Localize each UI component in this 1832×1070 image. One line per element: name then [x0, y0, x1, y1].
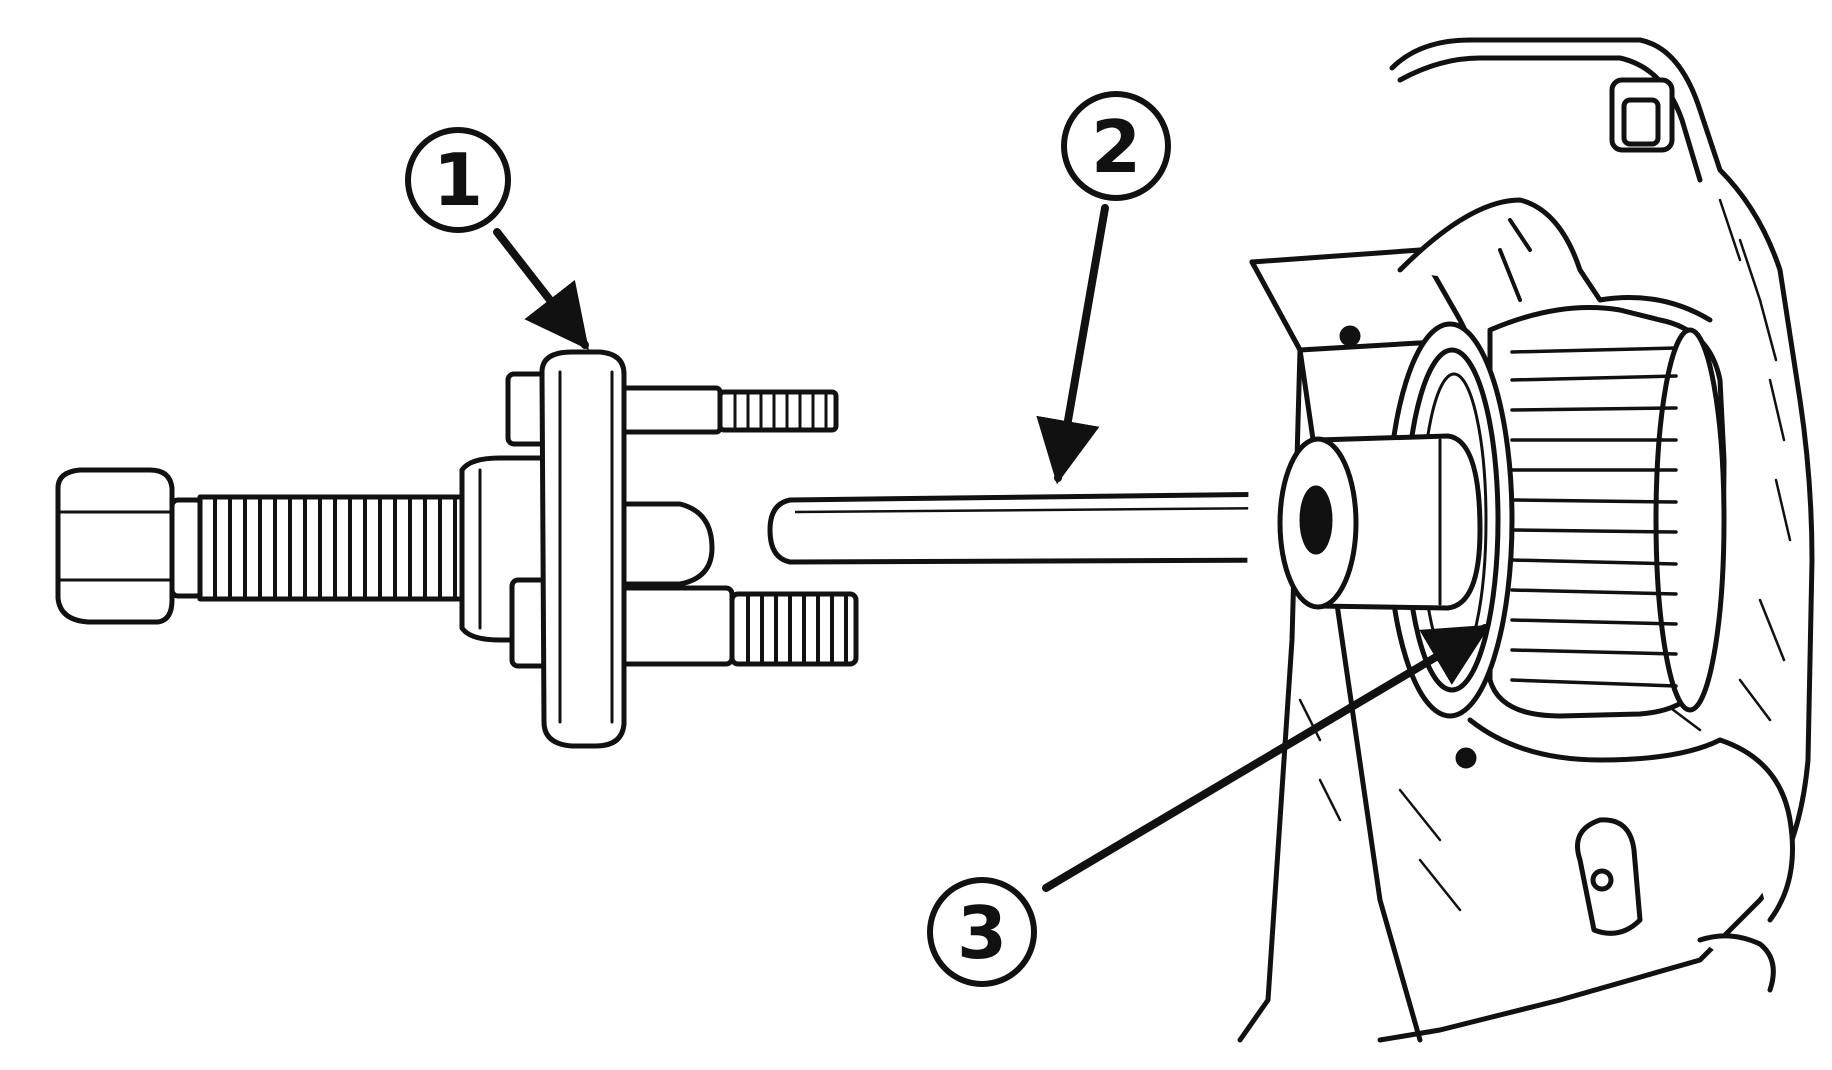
callout-1: 1: [405, 127, 511, 233]
leader-3: [1042, 624, 1491, 892]
yoke-boss: [617, 501, 715, 587]
callout-3-label: 3: [957, 891, 1007, 975]
callout-1-label: 1: [433, 138, 483, 222]
installer-shaft: [767, 491, 1293, 565]
camshaft-sprocket: [1487, 305, 1727, 719]
puller-tool: [55, 349, 859, 749]
callout-2-label: 2: [1091, 105, 1141, 189]
leader-2: [1036, 204, 1109, 485]
callout-2: 2: [1061, 91, 1171, 201]
installer-sleeve: [1277, 433, 1483, 611]
callout-3: 3: [927, 877, 1037, 987]
engine-housing: [1237, 37, 1815, 1043]
screw-threads: [213, 497, 457, 599]
leader-1: [493, 228, 589, 351]
screw-hex-head: [55, 467, 175, 625]
callout-leaders: [493, 204, 1491, 892]
yoke-plate: [539, 349, 627, 749]
